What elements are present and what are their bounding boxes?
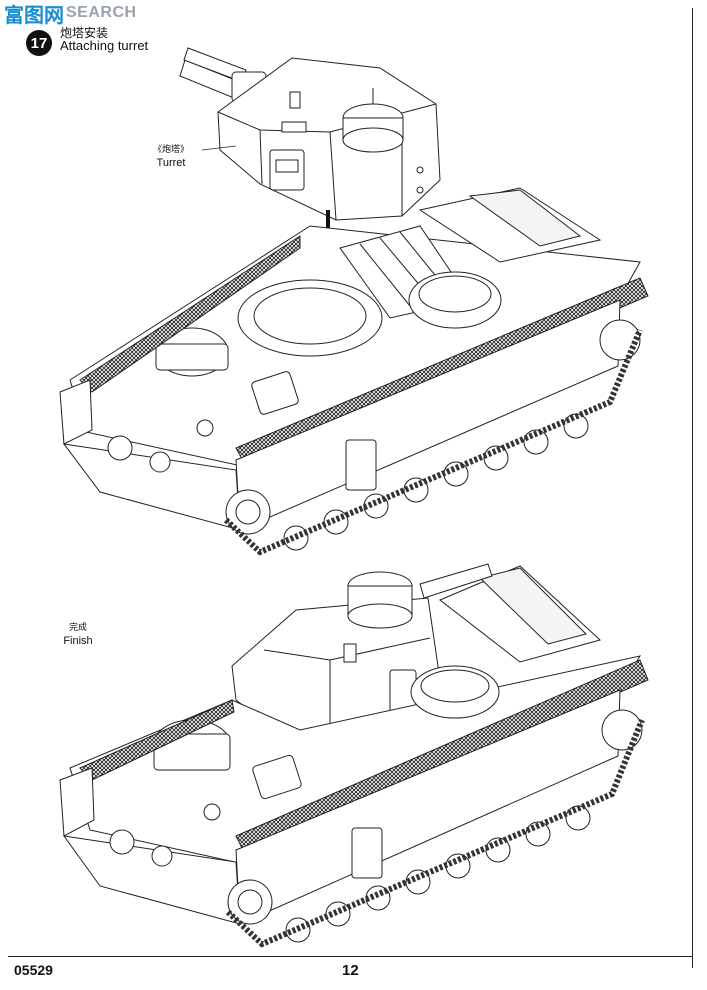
finish-callout-cn: 完成 <box>68 623 87 633</box>
finish-callout-en: Finish <box>63 635 93 647</box>
step-title-en: Attaching turret <box>60 38 149 53</box>
page-number: 12 <box>342 962 359 979</box>
bottom-border <box>8 956 693 957</box>
turret-drawing <box>179 47 441 221</box>
watermark-logo: 富图网 SEARCH <box>4 2 137 27</box>
right-border <box>692 8 693 968</box>
step-number-badge: 17 <box>26 30 52 56</box>
tank-hull-top <box>59 187 649 556</box>
tank-finished <box>59 563 649 948</box>
step-title-cn: 炮塔安装 <box>60 26 109 40</box>
turret-callout-en: Turret <box>156 157 186 169</box>
watermark-cn: 富图网 <box>4 2 64 27</box>
turret-callout: 《炮塔》 Turret <box>140 144 202 170</box>
finish-callout: 完成 Finish <box>58 622 98 648</box>
product-code: 05529 <box>14 962 53 978</box>
turret-leader-line <box>201 145 237 151</box>
watermark-en: SEARCH <box>66 4 137 21</box>
turret-callout-cn: 《炮塔》 <box>152 145 189 155</box>
